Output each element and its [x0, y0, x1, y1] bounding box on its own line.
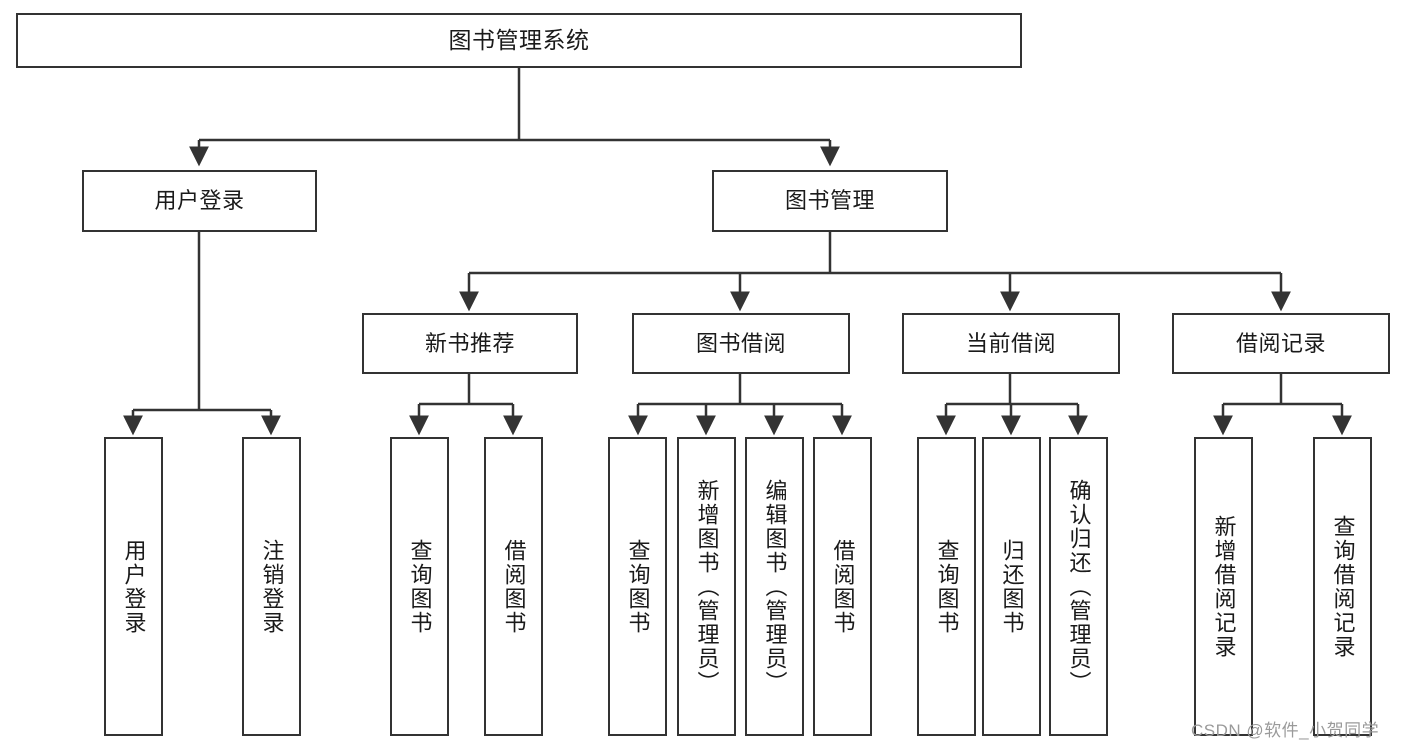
leaf-query-book-borrow[interactable]: 查询图书	[608, 437, 667, 736]
node-label: 查询图书	[934, 538, 960, 635]
node-label: 编辑图书（管理员）	[762, 478, 788, 695]
node-label: 图书管理系统	[448, 27, 590, 54]
node-label: 注销登录	[259, 538, 285, 635]
node-label: 图书借阅	[695, 330, 786, 356]
leaf-query-book-recommend[interactable]: 查询图书	[390, 437, 449, 736]
node-new-book-recommend[interactable]: 新书推荐	[362, 313, 578, 374]
node-label: 用户登录	[154, 188, 245, 214]
node-borrow-record[interactable]: 借阅记录	[1172, 313, 1390, 374]
node-label: 新书推荐	[424, 330, 515, 356]
node-label: 新增图书（管理员）	[694, 478, 720, 695]
node-user-login[interactable]: 用户登录	[82, 170, 317, 232]
node-label: 新增借阅记录	[1211, 514, 1237, 659]
leaf-return-book[interactable]: 归还图书	[982, 437, 1041, 736]
node-label: 借阅记录	[1235, 330, 1326, 356]
leaf-add-borrow-record[interactable]: 新增借阅记录	[1194, 437, 1253, 736]
leaf-query-borrow-record[interactable]: 查询借阅记录	[1313, 437, 1372, 736]
leaf-edit-book[interactable]: 编辑图书（管理员）	[745, 437, 804, 736]
node-label: 图书管理	[784, 188, 875, 214]
leaf-borrow-book-recommend[interactable]: 借阅图书	[484, 437, 543, 736]
node-root-system[interactable]: 图书管理系统	[16, 13, 1022, 68]
node-label: 用户登录	[121, 538, 147, 635]
node-label: 确认归还（管理员）	[1066, 478, 1092, 695]
watermark-text: CSDN @软件_小贺同学	[1191, 721, 1380, 740]
leaf-borrow-book[interactable]: 借阅图书	[813, 437, 872, 736]
node-label: 查询图书	[407, 538, 433, 635]
node-label: 查询图书	[625, 538, 651, 635]
node-current-borrow[interactable]: 当前借阅	[902, 313, 1120, 374]
node-book-management[interactable]: 图书管理	[712, 170, 948, 232]
leaf-confirm-return[interactable]: 确认归还（管理员）	[1049, 437, 1108, 736]
node-label: 归还图书	[999, 538, 1025, 635]
leaf-user-login[interactable]: 用户登录	[104, 437, 163, 736]
node-label: 查询借阅记录	[1330, 514, 1356, 659]
node-label: 当前借阅	[965, 330, 1056, 356]
leaf-add-book[interactable]: 新增图书（管理员）	[677, 437, 736, 736]
node-book-borrow[interactable]: 图书借阅	[632, 313, 850, 374]
node-label: 借阅图书	[501, 538, 527, 635]
leaf-logout-login[interactable]: 注销登录	[242, 437, 301, 736]
node-label: 借阅图书	[830, 538, 856, 635]
leaf-query-book-current[interactable]: 查询图书	[917, 437, 976, 736]
